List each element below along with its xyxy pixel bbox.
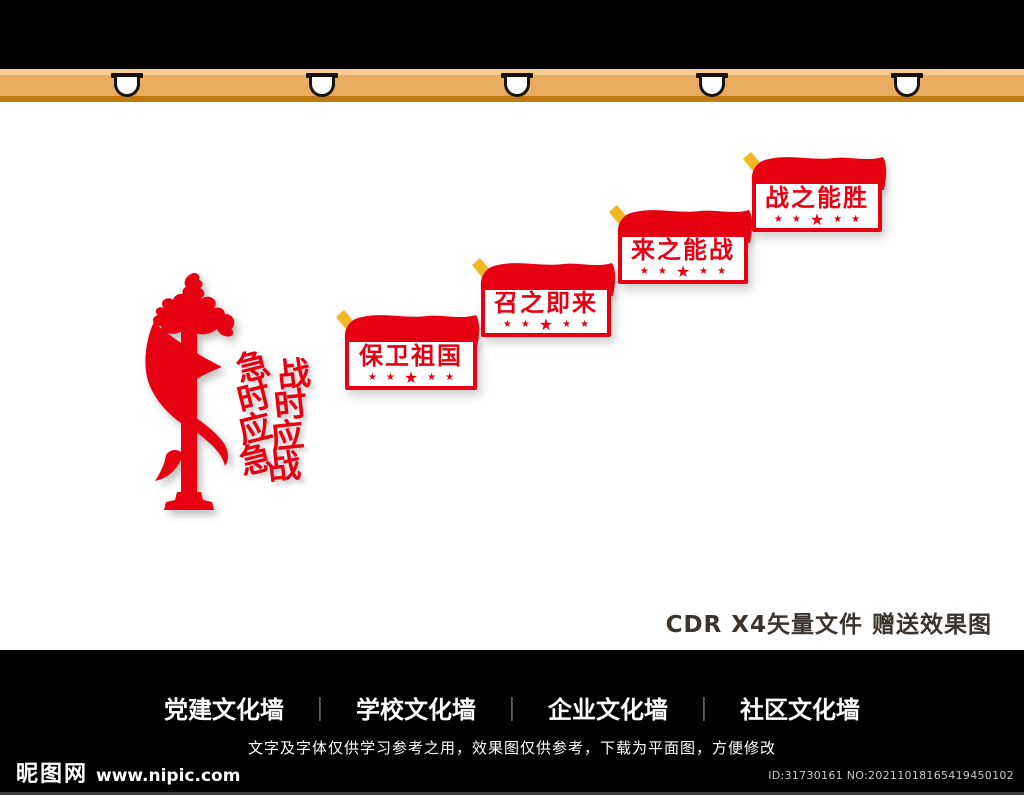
site-name: 昵图网 (16, 762, 89, 787)
star-icon: ★ (809, 209, 825, 229)
category-label: 学校文化墙 (356, 696, 476, 724)
slogan-char: 战 (265, 445, 303, 488)
site-url: www.nipic.com (96, 766, 241, 786)
slogan-column-right: 战时应战 (265, 353, 313, 488)
star-icon: ★ (699, 266, 709, 277)
banner-label: 来之能战 (631, 236, 735, 264)
disclaimer-text: 文字及字体仅供学习参考之用，效果图仅供参考，下载为平面图，方便修改 (247, 739, 776, 757)
star-icon: ★ (367, 371, 377, 383)
banner-label: 召之即来 (494, 289, 598, 317)
footer: 党建文化墙 ｜ 学校文化墙 ｜ 企业文化墙 ｜ 社区文化墙 文字及字体仅供学习参考之用，效果… (0, 650, 1024, 795)
ceiling-hook-icon (501, 73, 533, 99)
star-icon: ★ (675, 262, 691, 281)
star-row: ★ ★ ★ ★ ★ (367, 367, 455, 387)
star-icon: ★ (833, 213, 843, 225)
category-separator: ｜ (312, 696, 328, 724)
star-row: ★ ★ ★ ★ ★ (773, 209, 861, 229)
star-icon: ★ (773, 213, 783, 225)
category-list: 党建文化墙 ｜ 学校文化墙 ｜ 企业文化墙 ｜ 社区文化墙 (0, 650, 1024, 725)
step-banner-1: 保卫祖国 ★ ★ ★ ★ ★ (336, 310, 480, 390)
site-logo: 昵图网 www.nipic.com (16, 756, 240, 788)
step-banner-2: 召之即来 ★ ★ ★ ★ ★ (472, 258, 616, 337)
star-icon: ★ (520, 319, 530, 330)
step-banner-3: 来之能战 ★ ★ ★ ★ ★ (609, 205, 753, 284)
footer-separator-line (0, 792, 1024, 795)
ceiling-hook-icon (306, 73, 338, 99)
category-separator: ｜ (504, 696, 520, 724)
banner-box: 来之能战 ★ ★ ★ ★ ★ (618, 233, 748, 284)
category-label: 党建文化墙 (164, 696, 284, 724)
wooden-beam (0, 69, 1024, 102)
top-black-bar (0, 0, 1024, 69)
star-icon: ★ (427, 371, 437, 383)
beam-dark-strip (0, 96, 1024, 102)
step-banner-4: 战之能胜 ★ ★ ★ ★ ★ (743, 152, 887, 232)
ceiling-hook-icon (111, 73, 143, 99)
star-icon: ★ (502, 319, 512, 330)
star-icon: ★ (851, 213, 861, 225)
star-icon: ★ (403, 367, 419, 387)
file-format-note: CDR X4矢量文件 赠送效果图 (665, 612, 992, 638)
image-id-text: ID:31730161 NO:20211018165419450102 (768, 769, 1014, 782)
category-label: 企业文化墙 (548, 696, 668, 724)
star-icon: ★ (639, 266, 649, 277)
banner-box: 召之即来 ★ ★ ★ ★ ★ (481, 286, 611, 337)
ceiling-hook-icon (696, 73, 728, 99)
banner-label: 保卫祖国 (359, 341, 463, 370)
banner-label: 战之能胜 (765, 183, 869, 212)
star-row: ★ ★ ★ ★ ★ (640, 264, 726, 280)
star-icon: ★ (580, 319, 590, 330)
huabiao-pillar-ribbon-icon (145, 272, 235, 510)
banner-box: 保卫祖国 ★ ★ ★ ★ ★ (345, 338, 477, 390)
star-icon: ★ (717, 266, 727, 277)
footer-bottom-bar: 昵图网 www.nipic.com ID:31730161 NO:2021101… (0, 758, 1024, 788)
star-icon: ★ (562, 319, 572, 330)
star-row: ★ ★ ★ ★ ★ (503, 317, 589, 333)
banner-box: 战之能胜 ★ ★ ★ ★ ★ (752, 180, 882, 232)
ceiling-hook-icon (891, 73, 923, 99)
beam-light-strip (0, 69, 1024, 75)
category-label: 社区文化墙 (740, 696, 860, 724)
star-icon: ★ (791, 213, 801, 225)
star-icon: ★ (445, 371, 455, 383)
star-icon: ★ (385, 371, 395, 383)
star-icon: ★ (657, 266, 667, 277)
star-icon: ★ (538, 315, 554, 334)
category-separator: ｜ (696, 696, 712, 724)
